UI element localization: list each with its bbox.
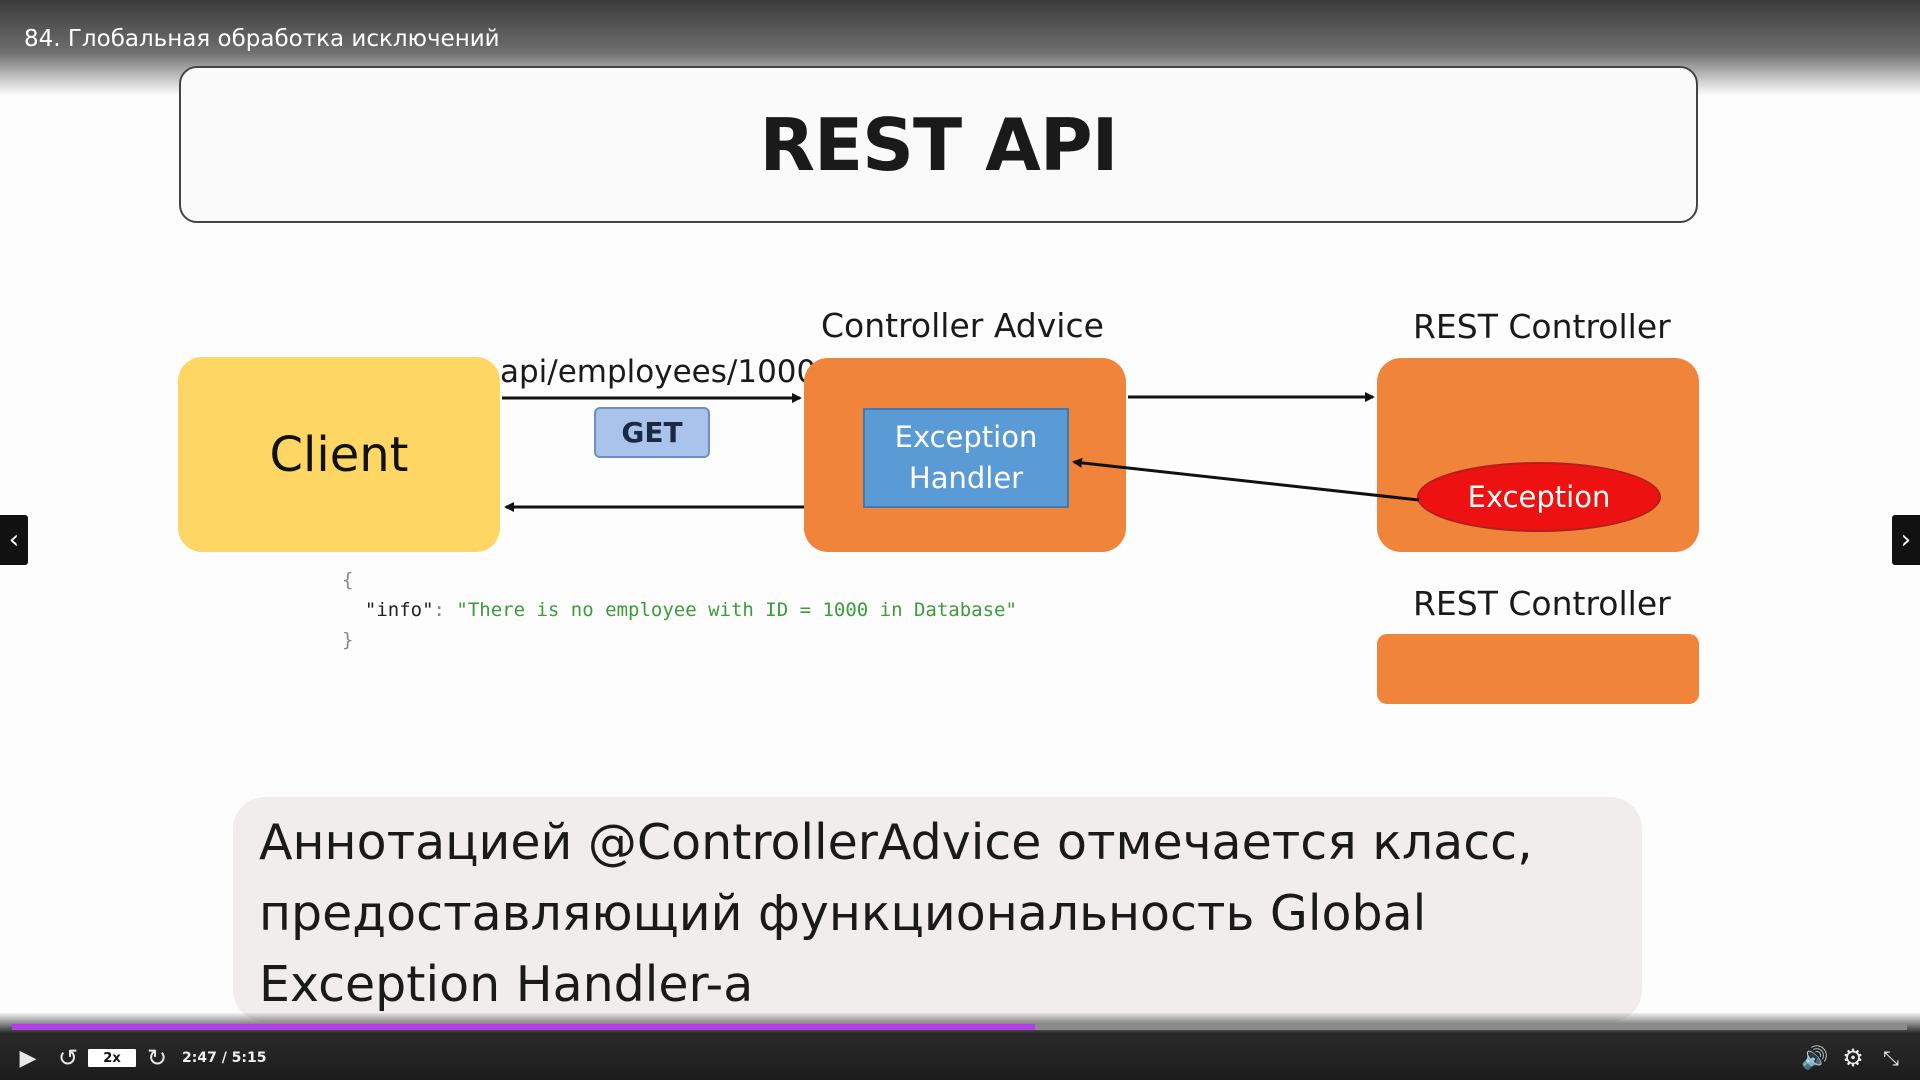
json-response: { "info": "There is no employee with ID …	[342, 565, 1017, 655]
rest-controller-box-2	[1377, 634, 1699, 704]
slide-title: REST API	[759, 102, 1119, 187]
forward-icon: ↻	[146, 1044, 168, 1072]
exit-fullscreen-button[interactable]: ⤡	[1876, 1043, 1906, 1073]
exception-arrow	[1072, 457, 1420, 502]
json-key: "info"	[364, 599, 434, 621]
chevron-right-icon: ›	[1900, 525, 1912, 555]
previous-slide-button[interactable]: ‹	[0, 515, 28, 565]
exception-handler-line-1: Exception	[894, 420, 1038, 454]
rewind-button[interactable]: ↺	[54, 1044, 82, 1072]
caption-line-2: предоставляющий функциональность Global	[259, 885, 1427, 942]
playback-speed-button[interactable]: 2x	[88, 1049, 136, 1067]
video-title: 84. Глобальная обработка исключений	[24, 26, 500, 52]
volume-icon: 🔊	[1801, 1045, 1829, 1071]
chevron-left-icon: ‹	[8, 525, 20, 555]
play-button[interactable]: ▶	[14, 1044, 42, 1072]
exception-handler-box: Exception Handler	[863, 408, 1069, 508]
rest-controller-label: REST Controller	[1413, 307, 1671, 346]
exception-ellipse: Exception	[1417, 462, 1661, 532]
gear-icon: ⚙	[1842, 1044, 1864, 1072]
caption-box: Аннотацией @ControllerAdvice отмечается …	[233, 797, 1642, 1022]
json-value: "There is no employee with ID = 1000 in …	[456, 599, 1017, 621]
replay-icon: ↺	[57, 1044, 79, 1072]
time-display: 2:47 / 5:15	[182, 1050, 267, 1066]
caption-line-3: Exception Handler-а	[259, 956, 754, 1013]
get-method-badge: GET	[594, 407, 710, 458]
volume-button[interactable]: 🔊	[1800, 1044, 1830, 1072]
controller-advice-label: Controller Advice	[821, 306, 1104, 345]
client-label: Client	[269, 426, 409, 483]
exception-handler-line-2: Handler	[908, 461, 1024, 495]
progress-fill	[12, 1024, 1036, 1030]
next-slide-button[interactable]: ›	[1892, 515, 1920, 565]
client-box: Client	[178, 357, 500, 552]
caption-line-1: Аннотацией @ControllerAdvice отмечается …	[259, 814, 1533, 871]
exit-fullscreen-icon: ⤡	[1883, 1046, 1899, 1070]
settings-button[interactable]: ⚙	[1838, 1043, 1868, 1073]
json-open-brace: {	[342, 569, 354, 591]
forward-button[interactable]: ↻	[143, 1044, 171, 1072]
progress-bar[interactable]	[12, 1024, 1907, 1030]
play-icon: ▶	[19, 1045, 37, 1071]
rest-controller-label-2: REST Controller	[1413, 584, 1671, 623]
json-close-brace: }	[342, 629, 354, 651]
json-colon: :	[433, 599, 457, 621]
slide-title-box: REST API	[179, 66, 1698, 223]
request-url-label: api/employees/1000	[500, 354, 817, 390]
